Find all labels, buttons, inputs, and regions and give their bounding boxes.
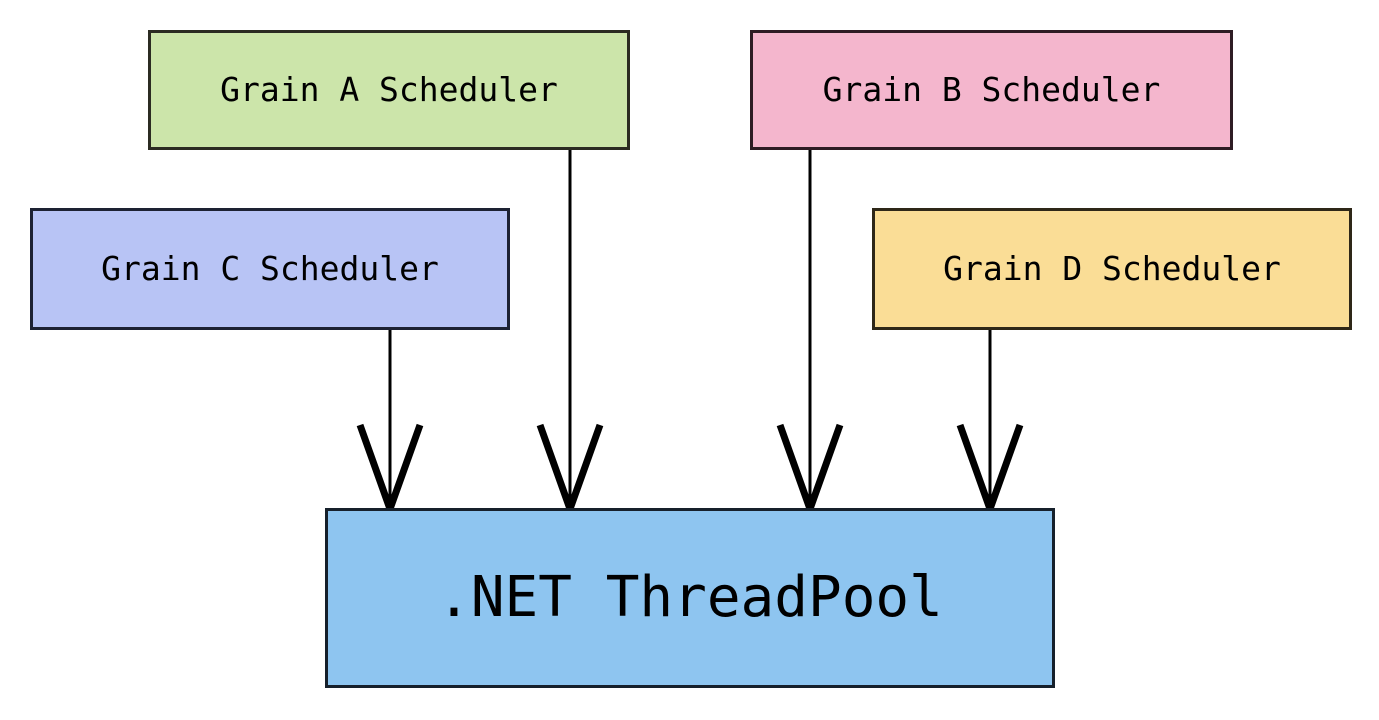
node-dotnet-threadpool-label: .NET ThreadPool <box>437 565 943 631</box>
node-grain-b-scheduler[interactable]: Grain B Scheduler <box>750 30 1233 150</box>
node-grain-a-scheduler[interactable]: Grain A Scheduler <box>148 30 630 150</box>
edge-grain-b-to-threadpool <box>776 150 844 520</box>
edge-grain-d-to-threadpool <box>956 330 1024 520</box>
node-grain-c-scheduler[interactable]: Grain C Scheduler <box>30 208 510 330</box>
node-grain-d-scheduler-label: Grain D Scheduler <box>943 248 1281 288</box>
node-grain-a-scheduler-label: Grain A Scheduler <box>220 69 558 109</box>
node-grain-d-scheduler[interactable]: Grain D Scheduler <box>872 208 1352 330</box>
node-dotnet-threadpool[interactable]: .NET ThreadPool <box>325 508 1055 688</box>
arrowhead-icon <box>956 423 1024 520</box>
edge-grain-a-to-threadpool <box>536 150 604 520</box>
node-grain-b-scheduler-label: Grain B Scheduler <box>822 69 1161 109</box>
arrowhead-icon <box>356 423 424 520</box>
edge-grain-c-to-threadpool <box>356 330 424 520</box>
arrowhead-icon <box>776 423 844 520</box>
node-grain-c-scheduler-label: Grain C Scheduler <box>101 248 439 288</box>
arrowhead-icon <box>536 423 604 520</box>
